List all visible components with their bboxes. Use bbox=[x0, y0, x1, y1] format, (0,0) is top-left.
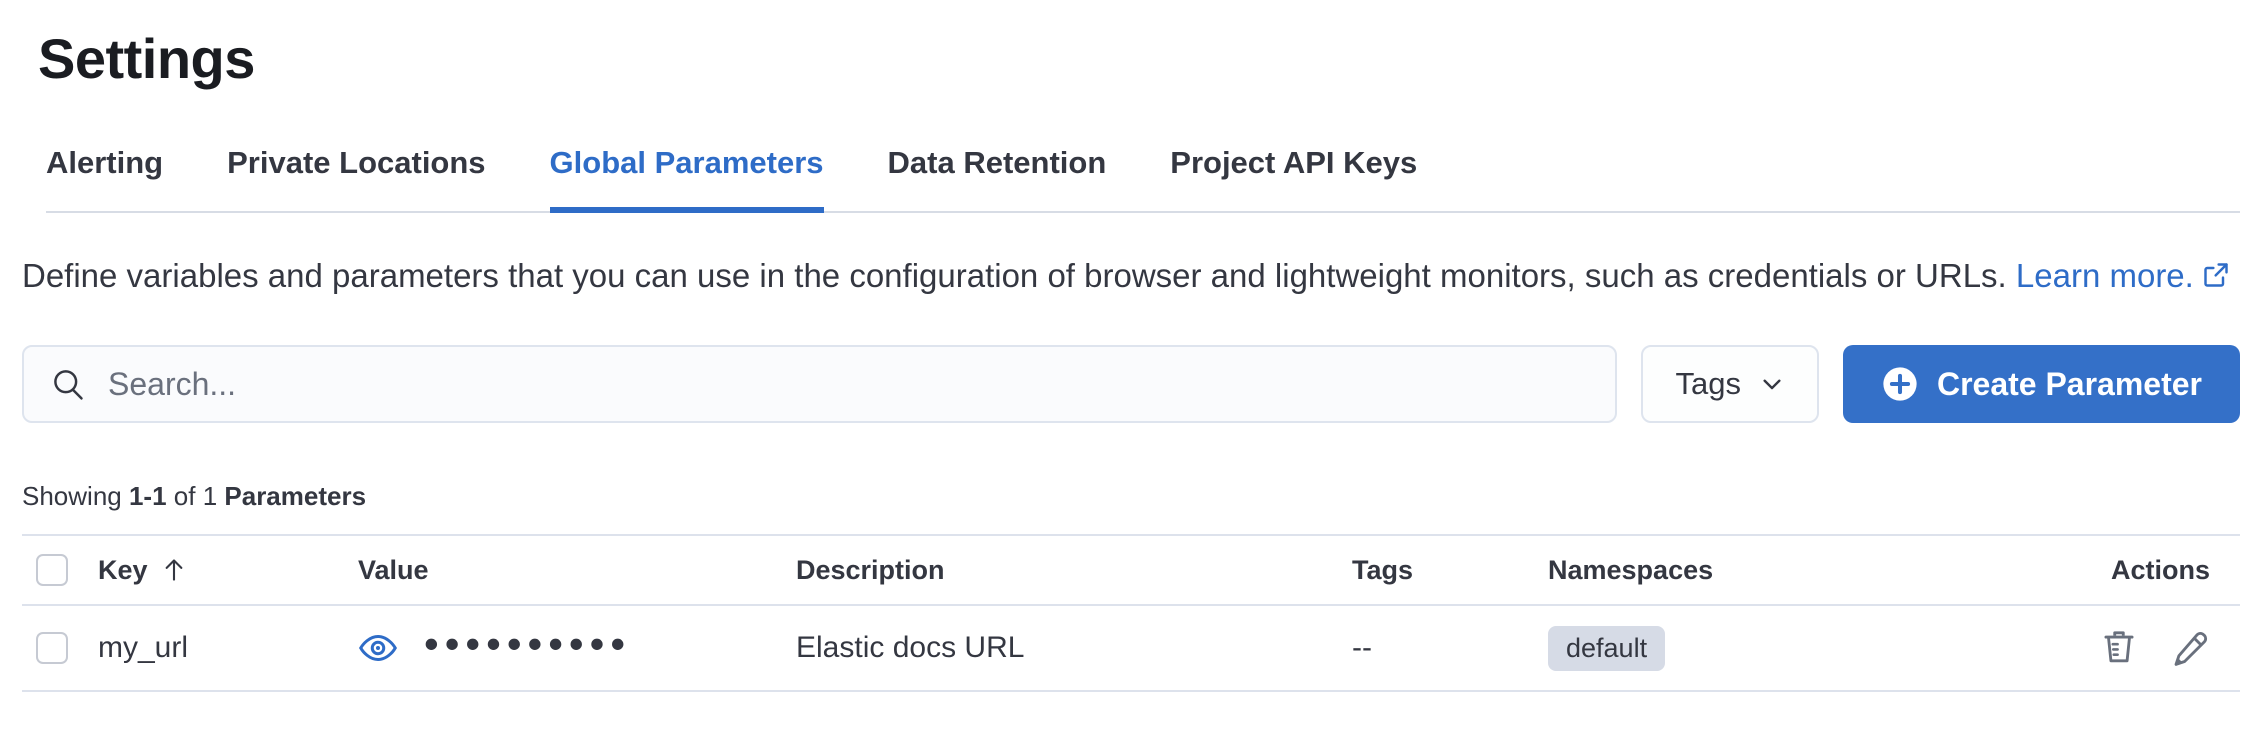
header-actions: Actions bbox=[2110, 554, 2210, 585]
search-input[interactable] bbox=[108, 365, 1590, 403]
tab-alerting[interactable]: Alerting bbox=[46, 145, 164, 180]
select-all-checkbox[interactable] bbox=[36, 554, 68, 586]
pencil-icon bbox=[2172, 629, 2210, 667]
page-description: Define variables and parameters that you… bbox=[22, 251, 2240, 303]
create-parameter-button[interactable]: Create Parameter bbox=[1842, 345, 2240, 423]
page-title: Settings bbox=[38, 27, 255, 90]
plus-circle-icon bbox=[1881, 365, 1919, 403]
parameters-table: Key Value Description Tags Namespaces Ac… bbox=[22, 534, 2240, 692]
trash-icon bbox=[2100, 629, 2138, 667]
create-parameter-label: Create Parameter bbox=[1936, 365, 2202, 402]
tags-filter-button[interactable]: Tags bbox=[1641, 345, 1819, 423]
learn-more-link[interactable]: Learn more. bbox=[2016, 257, 2230, 294]
namespace-badge: default bbox=[1548, 625, 1666, 671]
settings-page: Settings Alerting Private Locations Glob… bbox=[22, 27, 2240, 692]
external-link-icon bbox=[2202, 253, 2230, 303]
cell-description: Elastic docs URL bbox=[796, 631, 1025, 664]
cell-actions bbox=[1986, 629, 2240, 667]
cell-key: my_url bbox=[98, 631, 189, 664]
search-icon bbox=[50, 366, 86, 402]
masked-value: •••••••••• bbox=[424, 620, 632, 667]
header-key[interactable]: Key bbox=[78, 555, 338, 586]
header-value[interactable]: Value bbox=[358, 554, 429, 585]
header-namespaces[interactable]: Namespaces bbox=[1548, 554, 1714, 585]
table-header-row: Key Value Description Tags Namespaces Ac… bbox=[22, 536, 2240, 606]
cell-value: •••••••••• bbox=[338, 623, 776, 669]
summary-range: 1-1 bbox=[128, 481, 167, 511]
select-all-cell bbox=[22, 554, 78, 586]
sort-ascending-icon bbox=[160, 556, 188, 584]
tab-private-locations[interactable]: Private Locations bbox=[227, 145, 486, 180]
description-text: Define variables and parameters that you… bbox=[22, 257, 2007, 294]
chevron-down-icon bbox=[1759, 371, 1785, 397]
tab-global-parameters[interactable]: Global Parameters bbox=[549, 145, 824, 213]
results-summary: Showing 1-1 of 1 Parameters bbox=[22, 481, 367, 511]
tab-bar: Alerting Private Locations Global Parame… bbox=[46, 145, 2240, 213]
row-checkbox[interactable] bbox=[36, 632, 68, 664]
table-row: my_url •••••••••• Elastic docs URL -- de… bbox=[22, 606, 2240, 692]
tags-filter-label: Tags bbox=[1675, 366, 1741, 401]
toolbar: Tags Create Parameter bbox=[22, 345, 2240, 423]
header-tags[interactable]: Tags bbox=[1352, 554, 1414, 585]
header-description[interactable]: Description bbox=[796, 554, 945, 585]
cell-tags: -- bbox=[1352, 631, 1372, 664]
search-box[interactable] bbox=[22, 345, 1618, 423]
summary-noun: Parameters bbox=[224, 481, 367, 511]
delete-parameter-button[interactable] bbox=[2100, 629, 2138, 667]
reveal-value-button[interactable] bbox=[358, 628, 398, 668]
tab-data-retention[interactable]: Data Retention bbox=[887, 145, 1107, 180]
edit-parameter-button[interactable] bbox=[2172, 629, 2210, 667]
row-select-cell bbox=[22, 632, 78, 664]
eye-icon bbox=[358, 628, 398, 668]
cell-namespaces: default bbox=[1528, 625, 1986, 671]
tab-project-api-keys[interactable]: Project API Keys bbox=[1170, 145, 1418, 180]
